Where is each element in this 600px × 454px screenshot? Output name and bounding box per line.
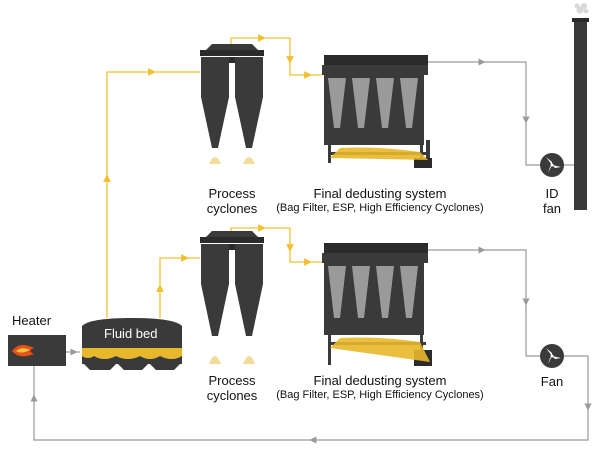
flow-top-dedusting-to-id-fan xyxy=(428,61,540,166)
flow-fluidbed-to-bottom-cyclones xyxy=(159,257,200,318)
fluid-bed-label: Fluid bed xyxy=(104,326,158,341)
dedusting-bottom-subtitle: (Bag Filter, ESP, High Efficiency Cyclon… xyxy=(276,389,484,401)
dedusting-top-title: Final dedusting system xyxy=(313,186,447,201)
dedusting-system-top xyxy=(322,55,432,168)
gas-flow-lines xyxy=(30,58,592,444)
chimney-icon xyxy=(572,3,589,210)
dedusting-system-bottom xyxy=(322,243,432,366)
flow-fan-recycle-to-heater xyxy=(33,355,589,441)
process-cyclones-top xyxy=(200,44,264,164)
flow-fluidbed-to-top-cyclones xyxy=(106,71,200,318)
cyclones-bottom-label: Process cyclones xyxy=(200,373,264,403)
cyclones-bottom-line1: Process xyxy=(208,373,256,388)
fan-icon xyxy=(540,344,564,368)
fan-label: Fan xyxy=(540,374,564,389)
flow-bottom-dedusting-to-fan xyxy=(428,249,540,357)
process-cyclones-bottom xyxy=(200,231,264,364)
cyclones-top-line1: Process xyxy=(208,186,256,201)
heater-label: Heater xyxy=(12,313,52,328)
cyclones-top-label: Process cyclones xyxy=(200,186,264,216)
fan-icon xyxy=(540,153,564,177)
cyclones-bottom-line2: cyclones xyxy=(206,388,258,403)
heater xyxy=(8,335,66,366)
flame-icon xyxy=(12,344,34,357)
dedusting-top-label: Final dedusting system (Bag Filter, ESP,… xyxy=(262,186,498,216)
cyclones-top-line2: cyclones xyxy=(206,201,258,216)
dedusting-bottom-label: Final dedusting system (Bag Filter, ESP,… xyxy=(262,373,498,403)
id-fan-label: ID fan xyxy=(537,186,567,216)
id-fan-line1: ID xyxy=(545,186,559,201)
dedusting-bottom-title: Final dedusting system xyxy=(313,373,447,388)
fluid-bed xyxy=(82,318,182,370)
id-fan-line2: fan xyxy=(542,201,562,216)
flow-top-cyclones-to-dedusting xyxy=(230,37,322,76)
dedusting-top-subtitle: (Bag Filter, ESP, High Efficiency Cyclon… xyxy=(276,202,484,214)
